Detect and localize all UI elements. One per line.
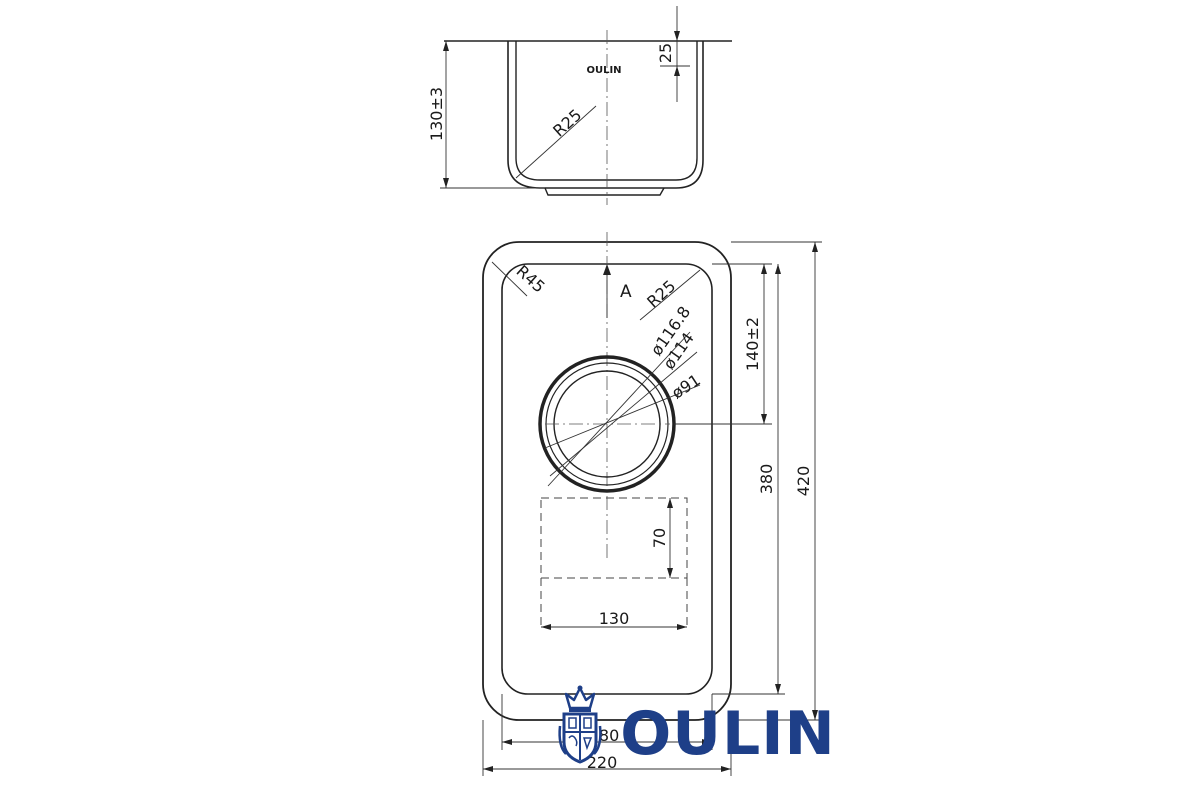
arrow-up-icon: [603, 264, 611, 275]
arrow-icon: [667, 568, 673, 578]
outer-width-label: 220: [587, 753, 618, 772]
arrow-icon: [443, 41, 449, 51]
dia-leader-2: [549, 351, 698, 477]
drain-offset-label: 140±2: [743, 317, 762, 371]
bowl-profile: [507, 41, 704, 189]
arrow-icon: [761, 264, 767, 274]
top-view: A R45 R25 ø116.8 ø114 ø91 70 130: [482, 232, 822, 776]
brand-logo: OULIN: [558, 685, 836, 769]
rack-height-label: 70: [650, 528, 669, 548]
dia-leader-1: [547, 331, 691, 487]
arrow-icon: [812, 710, 818, 720]
depth-dim-label: 25: [656, 43, 675, 63]
outer-length-label: 420: [794, 466, 813, 497]
r25-leader: [639, 269, 701, 321]
r45-leader: [491, 261, 528, 297]
inner-length-label: 380: [757, 464, 776, 495]
arrow-icon: [667, 498, 673, 508]
side-view: OULIN 130±3 25 R25: [427, 6, 732, 205]
rack-outline: [540, 497, 688, 579]
arrow-icon: [775, 264, 781, 274]
arrow-icon: [775, 684, 781, 694]
rack-width-label: 130: [599, 609, 630, 628]
radius-leader: [515, 105, 597, 179]
arrow-icon: [443, 178, 449, 188]
arrow-icon: [541, 624, 551, 630]
arrow-icon: [502, 739, 512, 745]
dia-inner-label: ø91: [668, 370, 704, 402]
arrow-icon: [677, 624, 687, 630]
arrow-icon: [812, 242, 818, 252]
section-marker: A: [620, 282, 632, 302]
royal-crest-icon: [558, 685, 602, 764]
arrow-icon: [483, 766, 493, 772]
height-dim-label: 130±3: [427, 87, 446, 141]
arrow-icon: [702, 739, 712, 745]
bowl-inner-wall: [515, 41, 698, 181]
arrow-icon: [674, 66, 680, 76]
arrow-icon: [761, 414, 767, 424]
dia-leader-3: [544, 384, 701, 449]
arrow-icon: [721, 766, 731, 772]
arrow-icon: [674, 31, 680, 41]
bowl-bottom-step: [544, 187, 665, 196]
brand-wordmark: OULIN: [620, 699, 836, 769]
side-radius-label: R25: [549, 105, 585, 140]
inner-radius-label: R25: [643, 276, 679, 311]
side-logo-text: OULIN: [586, 65, 621, 76]
